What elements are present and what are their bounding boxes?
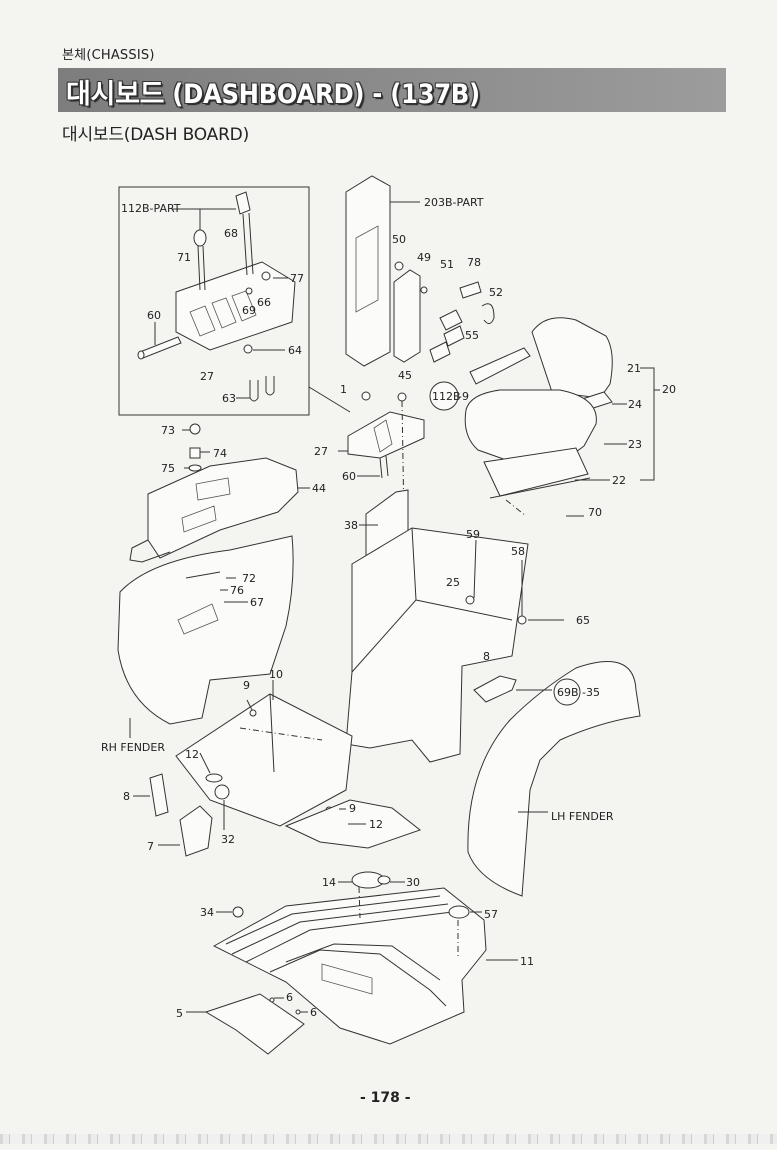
ref-203b-part: 203B-PART [424,196,484,209]
callout-65: 65 [576,614,590,627]
reference-labels: 112B-PART 203B-PART 112B -9 69B -35 RH F… [101,196,614,823]
callout-9b: 9 [349,802,356,815]
callout-20: 20 [662,383,676,396]
callout-9a: 9 [243,679,250,692]
callout-11: 11 [520,955,534,968]
callout-60b: 60 [342,470,356,483]
page-title: 대시보드 (DASHBOARD) - (137B) [66,79,480,110]
callout-60a: 60 [147,309,161,322]
ref-112b-9-tail: -9 [458,390,469,403]
floor-frame [345,527,564,763]
rh-fender-label: RH FENDER [101,741,165,754]
callout-32: 32 [221,833,235,846]
callout-50: 50 [392,233,406,246]
callout-27b: 27 [314,445,328,458]
section-label: 본체(CHASSIS) [62,48,155,63]
pedal-boots [133,773,230,857]
callout-10: 10 [269,668,283,681]
callout-72: 72 [242,572,256,585]
callout-21: 21 [627,362,641,375]
bracket-203b [345,175,420,367]
floor-mat-11 [212,871,518,1045]
bracket-45 [393,261,495,411]
callout-66: 66 [257,296,271,309]
callout-23: 23 [628,438,642,451]
callout-24: 24 [628,398,642,411]
callout-69: 69 [242,304,256,317]
callout-38: 38 [344,519,358,532]
callout-8a: 8 [123,790,130,803]
console-cover-44 [129,423,310,563]
page-number: - 178 - [360,1090,411,1106]
callout-1: 1 [340,383,347,396]
callout-14: 14 [322,876,336,889]
callout-5: 5 [176,1007,183,1020]
lever-assembly-inset [118,186,351,416]
callout-58: 58 [511,545,525,558]
callout-52: 52 [489,286,503,299]
callout-12b: 12 [369,818,383,831]
lh-fender-label: LH FENDER [551,810,614,823]
callout-6b: 6 [310,1006,317,1019]
ref-112b-part: 112B-PART [121,202,181,215]
callout-45: 45 [398,369,412,382]
callout-63: 63 [222,392,236,405]
callout-76: 76 [230,584,244,597]
operator-seat [464,317,613,517]
callout-70: 70 [588,506,602,519]
callout-7: 7 [147,840,154,853]
callout-75: 75 [161,462,175,475]
callout-44: 44 [312,482,326,495]
title-bar: 대시보드 (DASHBOARD) - (137B) [58,68,726,112]
callout-25: 25 [446,576,460,589]
ref-112b-9-circle: 112B [432,390,461,403]
heel-plate-5 [186,993,308,1055]
callout-68: 68 [224,227,238,240]
callout-74: 74 [213,447,227,460]
callout-55: 55 [465,329,479,342]
callout-22: 22 [612,474,626,487]
callout-71: 71 [177,251,191,264]
lh-fender-panel [467,661,641,897]
callout-67: 67 [250,596,264,609]
callout-27a: 27 [200,370,214,383]
callout-78: 78 [467,256,481,269]
callout-8b: 8 [483,650,490,663]
scan-edge [0,1134,777,1144]
seat-callout-bracket [575,367,660,481]
callout-64: 64 [288,344,302,357]
callout-12a: 12 [185,748,199,761]
rh-fender-panel [117,535,294,738]
callout-57: 57 [484,908,498,921]
callout-77: 77 [290,272,304,285]
callout-6a: 6 [286,991,293,1004]
callout-34: 34 [200,906,214,919]
page-subtitle: 대시보드(DASH BOARD) [62,125,250,145]
ref-69b-35-circle: 69B [557,686,579,699]
callout-30: 30 [406,876,420,889]
callout-59: 59 [466,528,480,541]
callout-49: 49 [417,251,431,264]
callout-51: 51 [440,258,454,271]
callout-73: 73 [161,424,175,437]
ref-69b-35-tail: -35 [582,686,600,699]
part-callouts: 1 5 6 6 7 8 8 9 9 10 11 12 12 14 20 21 2… [123,227,676,1020]
